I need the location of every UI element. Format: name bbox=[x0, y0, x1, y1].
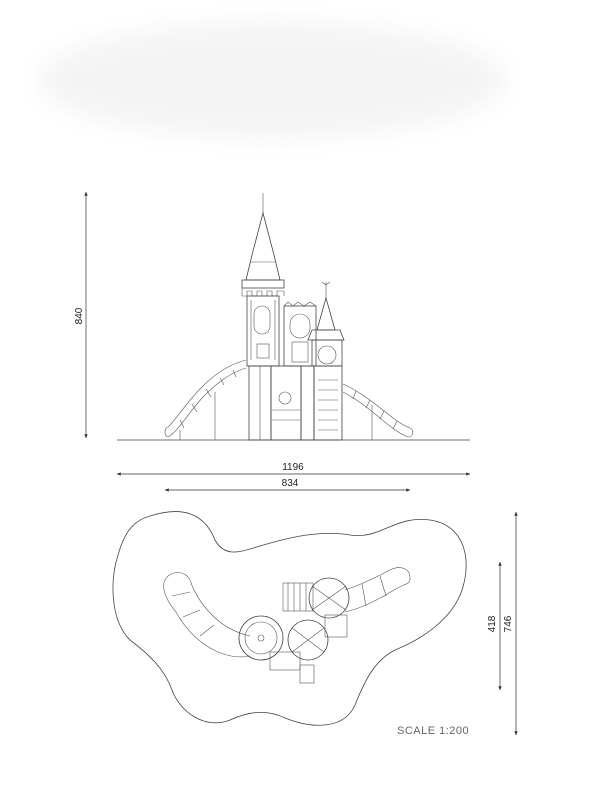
middle-section bbox=[270, 301, 317, 441]
left-slide bbox=[164, 359, 247, 440]
central-towers-plan bbox=[269, 577, 350, 684]
plan-inner-depth-dimension-label: 418 bbox=[487, 615, 498, 632]
round-platform-plan bbox=[238, 615, 284, 661]
inner-width-dimension-label: 834 bbox=[282, 478, 299, 489]
scale-label: SCALE 1:200 bbox=[397, 725, 469, 737]
safety-zone-outline bbox=[112, 511, 467, 726]
right-tower bbox=[300, 281, 345, 441]
plan-depth-dimension-label: 746 bbox=[503, 615, 514, 632]
plan-view: 746 418 bbox=[112, 511, 518, 736]
background-halo bbox=[37, 22, 507, 138]
elevation-view: 840 1196 834 bbox=[74, 191, 471, 492]
right-slide bbox=[342, 383, 414, 440]
right-slide-plan bbox=[344, 567, 411, 613]
overall-width-dimension-label: 1196 bbox=[282, 462, 304, 473]
height-dimension-label: 840 bbox=[74, 307, 85, 324]
tall-tower bbox=[241, 193, 285, 441]
left-slide-plan bbox=[163, 572, 251, 658]
